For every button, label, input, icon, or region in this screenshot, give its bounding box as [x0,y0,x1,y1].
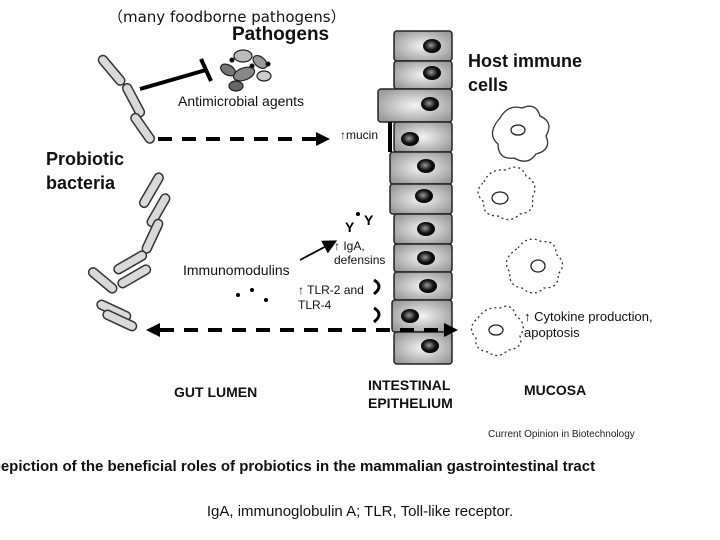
mucin-arrow [158,132,330,146]
epithelial-cell [393,60,453,90]
epithelial-cell [393,331,453,365]
inhibition-line [139,68,207,91]
epithelial-cell [377,88,453,123]
pathogen-cluster-icon [220,49,272,92]
svg-text:Y: Y [345,219,355,235]
epithelial-cell [393,243,453,273]
epithelial-cell [393,213,453,245]
host-immune-label: Host immune cells [468,51,583,95]
probiotic-label: Probiotic bacteria [46,149,125,193]
epithelial-cell-column [377,30,453,365]
mucosa-label: MUCOSA [524,382,587,398]
cytokine-label: ↑ Cytokine production, apoptosis [524,309,653,340]
iga-arrow [299,240,338,261]
abbreviation-note: IgA, immunoglobulin A; TLR, Toll-like re… [206,503,514,520]
epithelial-cell [393,271,453,301]
iga-label: ↑ IgA, defensins [334,239,386,267]
antimicrobial-label: Antimicrobial agents [178,93,305,109]
bidirectional-arrow [146,323,458,337]
mucin-label: ↑mucin [340,128,379,142]
epithelial-cell [391,299,453,333]
epithelial-cell [389,183,453,215]
annotation-text: （many foodborne pathogens） [108,8,346,26]
pathogens-label: Pathogens [232,24,330,45]
antibody-icon: Y Y [345,212,374,235]
gut-lumen-label: GUT LUMEN [174,384,258,400]
immune-cell-icon [470,105,564,357]
inhibition-bar [199,58,213,82]
epithelial-cell [393,30,453,62]
figure-caption: Depiction of the beneficial roles of pro… [0,458,596,475]
epithelial-cell [393,121,453,153]
svg-text:Y: Y [364,212,374,228]
immunomodulins-label: Immunomodulins [183,262,290,278]
epithelial-cell [389,151,453,185]
tlr-label: ↑ TLR-2 and TLR-4 [298,283,364,312]
epithelium-label: INTESTINAL EPITHELIUM [368,377,453,411]
immunomodulin-dots [236,288,268,302]
probiotic-bacteria-icon [87,54,171,332]
tlr-receptor-icon [373,278,381,324]
source-credit: Current Opinion in Biotechnology [488,429,635,440]
